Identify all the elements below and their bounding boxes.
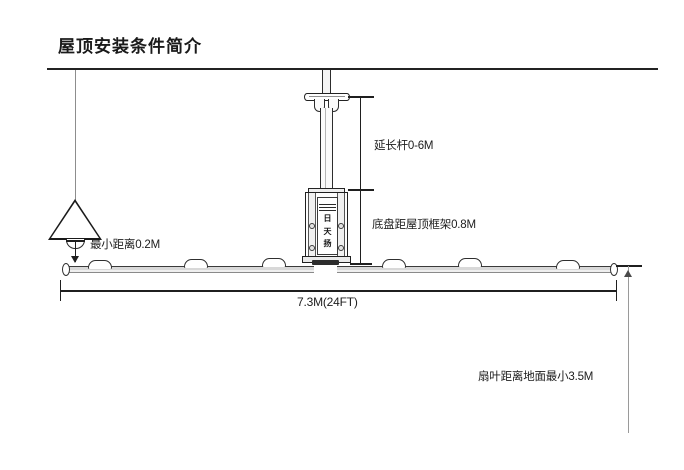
ceiling-mount-plate — [304, 93, 350, 101]
extension-rod-dimension-line — [360, 96, 361, 190]
motor-screw — [338, 223, 344, 229]
min-clearance-label: 最小距离0.2M — [90, 239, 160, 251]
min-clearance-arrowhead — [71, 256, 79, 263]
extension-rod-label: 延长杆0-6M — [374, 140, 434, 152]
page-title: 屋顶安装条件简介 — [58, 37, 202, 56]
motor-label-plate: 日 天 扬 — [317, 197, 338, 255]
blade-joint — [556, 260, 580, 269]
extension-rod-tick-top — [348, 96, 374, 98]
chassis-clearance-label: 底盘距屋顶框架0.8M — [372, 219, 476, 231]
lamp-cord-line — [75, 70, 76, 201]
fan-width-label: 7.3M(24FT) — [297, 295, 358, 309]
hanging-lamp-icon — [48, 199, 102, 240]
min-clearance-dimension-line — [75, 240, 76, 262]
width-dimension-line — [60, 290, 617, 292]
blade-joint — [262, 258, 286, 267]
blade-joint — [458, 258, 482, 267]
motor-glyph-2: 天 — [323, 227, 332, 236]
motor-screw — [309, 223, 315, 229]
motor-glyph-1: 日 — [323, 214, 332, 223]
blade-joint — [382, 259, 406, 268]
motor-plate-stripe — [319, 204, 336, 205]
bracket-yoke-right — [328, 99, 339, 112]
floor-clearance-arrowhead — [624, 270, 632, 277]
blade-right-underbar — [337, 270, 613, 273]
blade-joint — [88, 260, 112, 269]
ceiling-line — [47, 68, 658, 70]
motor-glyph-3: 扬 — [323, 239, 332, 248]
bracket-yoke-left — [314, 99, 325, 112]
motor-plate-stripe — [319, 207, 336, 208]
upper-rod-segment — [322, 70, 331, 94]
floor-clearance-label: 扇叶距离地面最小3.5M — [478, 371, 594, 383]
motor-screw — [338, 245, 344, 251]
chassis-clearance-tick-bottom — [350, 263, 372, 265]
floor-clearance-dimension-line — [628, 266, 629, 433]
blade-hub — [312, 260, 339, 265]
motor-housing: 日 天 扬 — [305, 192, 348, 259]
extension-rod-tick-bottom — [348, 189, 374, 191]
chassis-clearance-dimension-line — [360, 190, 361, 264]
width-dimension-cap-right — [616, 280, 617, 301]
blade-tip-right — [610, 263, 618, 276]
floor-clearance-tick-top — [616, 265, 642, 267]
blade-left-underbar — [68, 270, 314, 273]
motor-plate-stripe — [319, 210, 336, 211]
blade-joint — [184, 259, 208, 268]
blade-tip-left — [62, 263, 70, 276]
motor-screw — [309, 245, 315, 251]
extension-downrod — [320, 108, 333, 190]
